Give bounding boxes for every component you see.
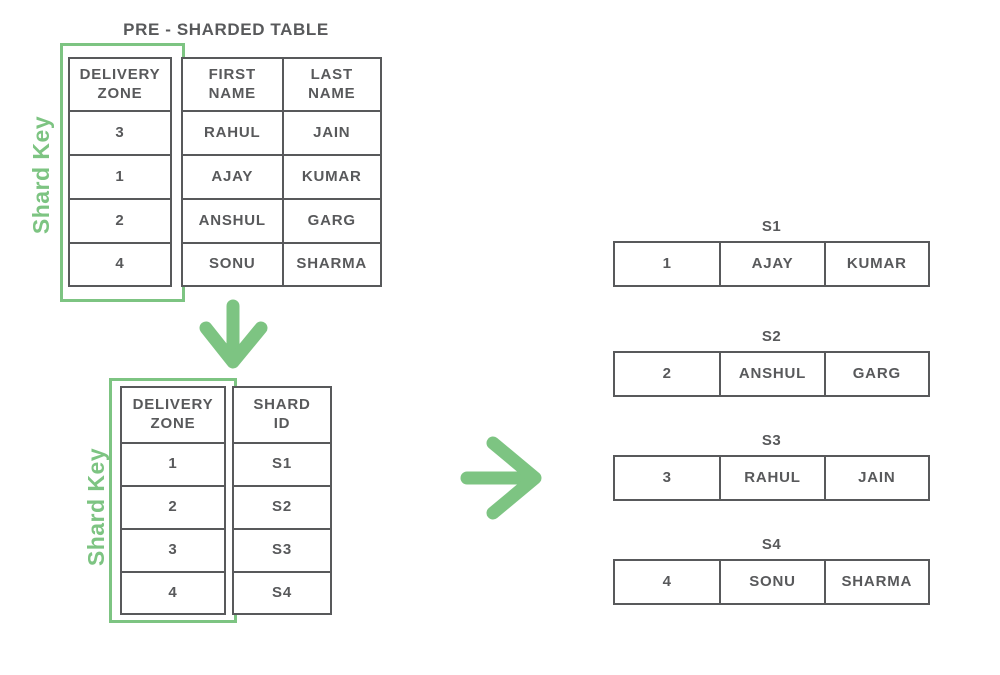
table-cell: S1 <box>234 442 330 485</box>
table-cell: AJAY <box>719 243 823 285</box>
table-cell: S4 <box>234 571 330 613</box>
table-cell: ANSHUL <box>183 198 282 242</box>
shard-title: S2 <box>761 328 782 345</box>
table-cell: JAIN <box>823 457 928 499</box>
table-cell: RAHUL <box>183 110 282 154</box>
shard-table-s4: S4 4 SONU SHARMA <box>613 536 930 605</box>
table-cell: 4 <box>662 572 672 590</box>
column-header: LAST NAME <box>281 59 381 110</box>
table-cell: RAHUL <box>719 457 823 499</box>
table-cell: SHARMA <box>281 242 380 285</box>
table-cell: SONU <box>183 242 282 285</box>
table-cell: 3 <box>122 528 224 571</box>
pre-sharded-title: PRE - SHARDED TABLE <box>123 20 329 39</box>
table-cell: 2 <box>122 485 224 528</box>
table-cell: S3 <box>234 528 330 571</box>
table-cell: KUMAR <box>281 154 380 198</box>
table-cell: 1 <box>122 442 224 485</box>
table-cell: 2 <box>70 198 170 242</box>
column-header: FIRST NAME <box>208 65 256 102</box>
pre-sharded-main-table: FIRST NAME LAST NAME RAHUL JAIN AJAY KUM… <box>181 57 382 287</box>
table-cell: 3 <box>662 468 672 486</box>
shard-table-s1: S1 1 AJAY KUMAR <box>613 218 930 287</box>
table-cell: SONU <box>719 561 823 603</box>
table-cell: 4 <box>122 571 224 613</box>
table-cell: 1 <box>70 154 170 198</box>
table-cell: JAIN <box>281 110 380 154</box>
shard-key-label: Shard Key <box>83 447 109 567</box>
shard-title: S4 <box>761 536 782 553</box>
shard-title: S3 <box>761 432 782 449</box>
shard-table-s2: S2 2 ANSHUL GARG <box>613 328 930 397</box>
arrow-right-icon <box>460 436 542 520</box>
shard-title: S1 <box>761 218 782 235</box>
table-cell: AJAY <box>183 154 282 198</box>
table-cell: S2 <box>234 485 330 528</box>
pre-sharded-key-column: DELIVERY ZONE 3 1 2 4 <box>68 57 172 287</box>
table-cell: GARG <box>281 198 380 242</box>
shard-table-s3: S3 3 RAHUL JAIN <box>613 432 930 501</box>
table-cell: 3 <box>70 110 170 154</box>
arrow-down-icon <box>199 299 268 369</box>
shard-key-label: Shard Key <box>28 115 54 235</box>
column-header: DELIVERY ZONE <box>132 396 214 432</box>
table-row: 4 SONU SHARMA <box>613 559 930 605</box>
column-header: SHARD ID <box>253 396 311 432</box>
column-header: DELIVERY ZONE <box>79 65 161 102</box>
table-row: 1 AJAY KUMAR <box>613 241 930 287</box>
mapping-shard-id-column: SHARD ID S1 S2 S3 S4 <box>232 386 332 615</box>
table-cell: 1 <box>662 254 672 272</box>
table-row: 3 RAHUL JAIN <box>613 455 930 501</box>
table-cell: KUMAR <box>823 243 928 285</box>
table-cell: SHARMA <box>823 561 928 603</box>
table-cell: GARG <box>823 353 928 395</box>
table-cell: ANSHUL <box>719 353 823 395</box>
table-row: 2 ANSHUL GARG <box>613 351 930 397</box>
table-cell: 4 <box>70 242 170 285</box>
table-cell: 2 <box>662 364 672 382</box>
mapping-key-column: DELIVERY ZONE 1 2 3 4 <box>120 386 226 615</box>
